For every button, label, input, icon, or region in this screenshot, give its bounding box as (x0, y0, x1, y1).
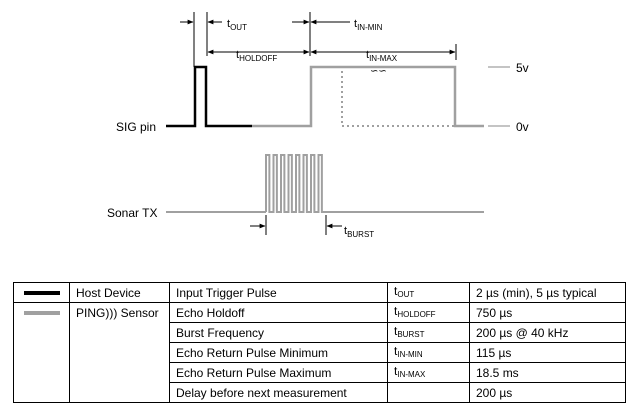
sonar-tx-label: Sonar TX (107, 206, 157, 220)
sig-min-pulse-dotted (311, 66, 455, 127)
legend-swatch-cell (13, 282, 70, 303)
value-cell: 18.5 ms (469, 362, 626, 383)
symbol-t: t (394, 363, 398, 378)
table-row: Delay before next measurement 200 µs (14, 382, 626, 403)
symbol-subscript: IN-MIN (397, 349, 423, 359)
t-in-min-label: tIN-MIN (354, 18, 383, 32)
t-out-label: tOUT (227, 18, 247, 32)
legend-swatch-cell (13, 302, 70, 403)
symbol-cell (387, 382, 470, 403)
level-0v-label: 0v (516, 120, 529, 134)
symbol-subscript: IN-MAX (397, 369, 426, 379)
symbol-cell: tIN-MAX (387, 362, 470, 383)
value-cell: 200 µs (469, 382, 626, 403)
t-burst-label: tBURST (344, 225, 374, 239)
param-cell: Input Trigger Pulse (169, 282, 388, 303)
symbol-subscript: OUT (397, 289, 415, 299)
timing-diagram: tOUT tIN-MIN tHOLDOFF tIN-MAX tBURST ∽∽ … (107, 12, 529, 239)
sig-pin-label: SIG pin (116, 120, 156, 134)
symbol-cell: tHOLDOFF (387, 302, 470, 323)
legend-sensor-name: PING))) Sensor (69, 302, 170, 403)
t-holdoff-label: tHOLDOFF (236, 49, 277, 63)
sig-sensor-waveform (252, 65, 484, 128)
param-cell: Burst Frequency (169, 322, 388, 343)
symbol-subscript: HOLDOFF (397, 309, 436, 319)
sig-host-waveform (166, 65, 252, 128)
symbol-cell: tIN-MIN (387, 342, 470, 363)
host-line-swatch (23, 290, 60, 295)
value-cell: 750 µs (469, 302, 626, 323)
sensor-line-swatch (23, 311, 60, 315)
param-cell: Delay before next measurement (169, 382, 388, 403)
burst-waveform (265, 154, 326, 213)
symbol-subscript: BURST (397, 329, 425, 339)
param-cell: Echo Holdoff (169, 302, 388, 323)
value-cell: 115 µs (469, 342, 626, 363)
reference-ticks (193, 12, 457, 235)
sonar-burst (265, 154, 326, 213)
dimension-arrows (180, 19, 456, 229)
symbol-cell: tOUT (387, 282, 470, 303)
level-5v-label: 5v (516, 61, 529, 75)
break-mark: ∽∽ (370, 66, 387, 77)
symbol-t: t (394, 283, 398, 298)
symbol-cell: tBURST (387, 322, 470, 343)
legend-host-name: Host Device (69, 282, 170, 303)
param-cell: Echo Return Pulse Minimum (169, 342, 388, 363)
value-cell: 2 µs (min), 5 µs typical (469, 282, 626, 303)
symbol-t: t (394, 303, 398, 318)
symbol-t: t (394, 343, 398, 358)
t-in-max-label: tIN-MAX (366, 49, 398, 63)
symbol-t: t (394, 323, 398, 338)
value-cell: 200 µs @ 40 kHz (469, 322, 626, 343)
param-cell: Echo Return Pulse Maximum (169, 362, 388, 383)
